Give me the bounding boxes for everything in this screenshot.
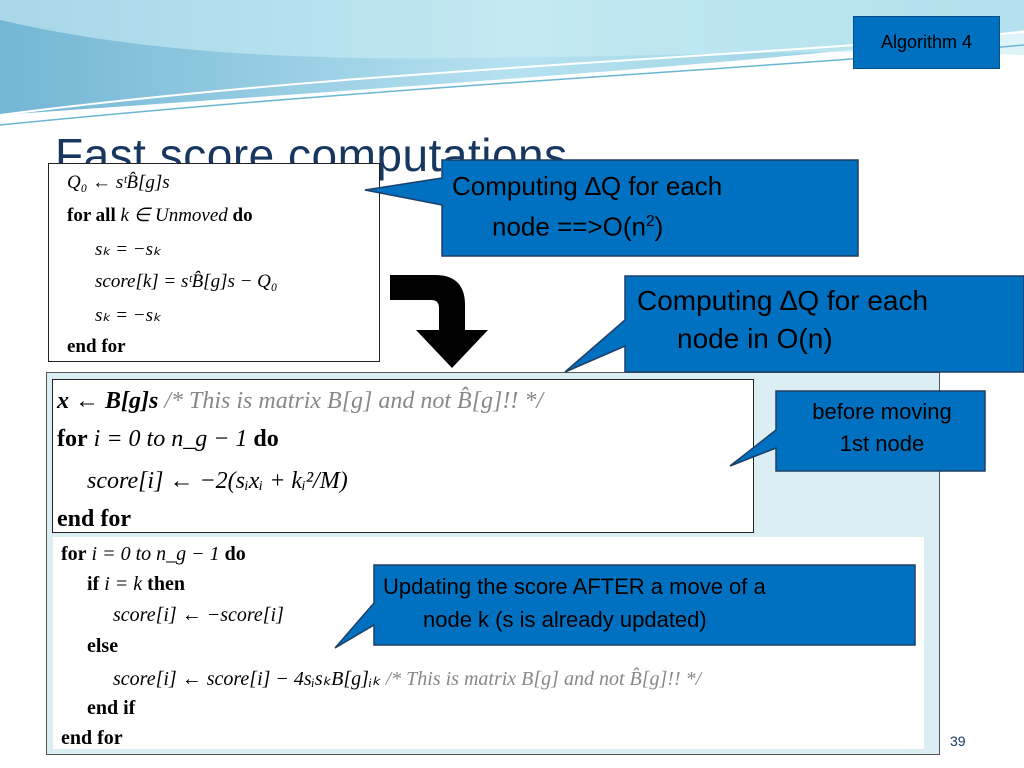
algo3-line: end if [87, 697, 136, 719]
algo1-line: for all k ∈ Unmoved do [67, 204, 253, 227]
keyword: do [253, 426, 279, 452]
expression: x ← B[g]s [57, 388, 159, 414]
algo2-line: x ← B[g]s /* This is matrix B[g] and not… [57, 388, 543, 415]
keyword: do [224, 543, 246, 565]
header-wave-decoration [0, 0, 1024, 126]
callout-quadratic: Computing ∆Q for each node ==>O(n2) [452, 168, 852, 245]
callout-linear: Computing ∆Q for each node in O(n) [637, 282, 1017, 358]
callout-text: node ==>O(n2) [452, 204, 852, 245]
keyword: for all [67, 205, 116, 226]
keyword: for [57, 426, 88, 452]
callout-update: Updating the score AFTER a move of a nod… [383, 570, 913, 636]
superscript: 2 [645, 213, 655, 230]
callout-text: 1st node [839, 431, 925, 456]
callout-text: Updating the score AFTER a move of a [383, 574, 766, 599]
callout-text: node k (s is already updated) [423, 607, 707, 632]
keyword: if [87, 573, 100, 595]
page-number: 39 [950, 733, 966, 749]
algo1-line: sₖ = −sₖ [95, 305, 162, 326]
expression: i = 0 to n_g − 1 [91, 543, 220, 565]
algo2-line: score[i] ← −2(sᵢxᵢ + kᵢ²/M) [87, 468, 348, 494]
expression: score[i] ← score[i] − 4sᵢsₖB[g]ᵢₖ [113, 668, 381, 690]
keyword: do [232, 205, 253, 226]
algo1-line: Q₀ ← sᵗB̂[g]s [67, 172, 170, 193]
algo1-line: score[k] = sᵗB̂[g]s − Q₀ [95, 271, 278, 292]
callout-before-moving: before moving 1st node [782, 396, 982, 460]
algo3-line: score[i] ← −score[i] [113, 604, 284, 626]
callout-text: node in O(n) [677, 323, 833, 354]
algo2-line: for i = 0 to n_g − 1 do [57, 426, 279, 453]
comment: /* This is matrix B[g] and not B̂[g]!! *… [164, 388, 544, 414]
algo3-line: else [87, 635, 119, 657]
callout-text: before moving [812, 399, 952, 424]
algo3-line: if i = k then [87, 573, 185, 596]
callout-text: Computing ∆Q for each [637, 285, 929, 316]
callout-text-part: node ==>O(n [492, 211, 646, 242]
callout-text-part: ) [654, 211, 664, 242]
keyword: for [61, 543, 87, 565]
algo3-line: end for [61, 727, 123, 749]
algo1-line: end for [67, 336, 126, 357]
callout-text: Computing ∆Q for each [452, 171, 723, 201]
algo1-line: sₖ = −sₖ [95, 239, 162, 260]
algo2-line: end for [57, 506, 131, 532]
expression: k ∈ Unmoved [120, 205, 228, 226]
algorithm-box-initial: x ← B[g]s /* This is matrix B[g] and not… [52, 379, 754, 533]
keyword: then [147, 573, 185, 595]
algo3-line: for i = 0 to n_g − 1 do [61, 543, 246, 566]
algorithm-badge: Algorithm 4 [853, 16, 1000, 69]
expression: i = k [104, 573, 143, 595]
down-arrow-icon [390, 275, 488, 368]
algorithm-box-update: for i = 0 to n_g − 1 do if i = k then sc… [53, 537, 924, 749]
algo3-line: score[i] ← score[i] − 4sᵢsₖB[g]ᵢₖ /* Thi… [113, 666, 701, 691]
algorithm-box-naive: Q₀ ← sᵗB̂[g]s for all k ∈ Unmoved do sₖ … [48, 163, 380, 362]
expression: i = 0 to n_g − 1 [93, 426, 248, 452]
comment: /* This is matrix B[g] and not B̂[g]!! *… [385, 668, 702, 690]
